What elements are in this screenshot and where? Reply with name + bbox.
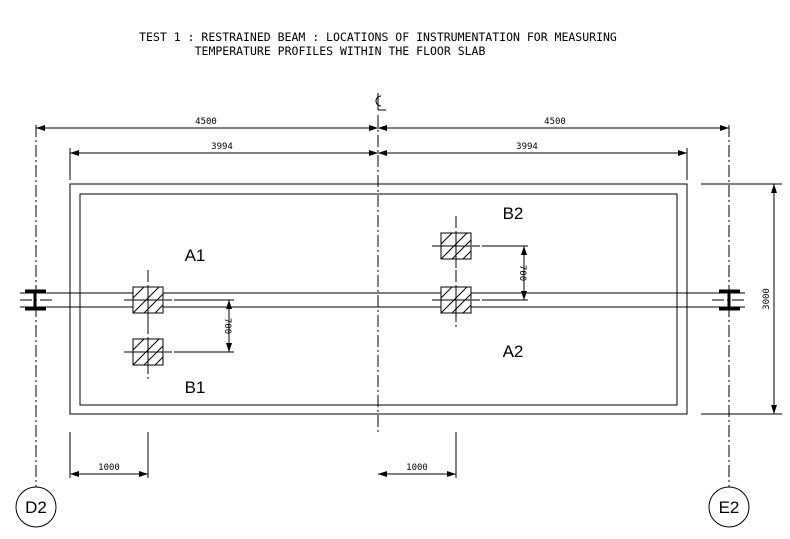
label-a1: A1: [185, 246, 206, 265]
svg-text:1000: 1000: [406, 463, 428, 473]
dimension-1000-left: 1000: [69, 432, 149, 478]
svg-text:E2: E2: [719, 498, 740, 517]
gauge-b1: [123, 321, 173, 383]
slab-outline: [69, 183, 688, 415]
svg-text:D2: D2: [25, 498, 47, 517]
dimension-700-right: 700: [482, 245, 528, 301]
grid-bubble-e2: E2: [708, 486, 750, 528]
svg-text:3994: 3994: [516, 142, 538, 152]
beam-section-right-icon: [719, 289, 740, 311]
dimension-4500: 4500 4500: [36, 117, 729, 131]
beam-section-left-icon: [25, 289, 46, 311]
label-a2: A2: [503, 342, 524, 361]
label-b1: B1: [185, 378, 206, 397]
svg-text:700: 700: [517, 265, 527, 281]
gauge-a1: [123, 269, 173, 331]
svg-text:700: 700: [222, 318, 232, 334]
gauge-b2: [431, 215, 481, 277]
grid-bubble-d2: D2: [15, 486, 57, 528]
title-line-2: TEMPERATURE PROFILES WITHIN THE FLOOR SL…: [195, 44, 486, 58]
title-line-1: TEST 1 : RESTRAINED BEAM : LOCATIONS OF …: [139, 30, 617, 44]
svg-text:4500: 4500: [195, 117, 217, 127]
svg-text:3994: 3994: [211, 142, 233, 152]
slab-inner-outline: [79, 193, 678, 406]
centerline-symbol: [375, 93, 386, 111]
svg-text:3000: 3000: [762, 288, 772, 310]
svg-text:4500: 4500: [544, 117, 566, 127]
dimension-3994: 3994 3994: [69, 142, 688, 180]
dimension-700-left: 700: [174, 299, 234, 353]
dimension-1000-right: 1000: [378, 432, 457, 478]
svg-text:1000: 1000: [98, 463, 120, 473]
gauge-a2: [431, 269, 481, 331]
label-b2: B2: [503, 204, 524, 223]
dimension-3000: 3000: [701, 183, 782, 415]
